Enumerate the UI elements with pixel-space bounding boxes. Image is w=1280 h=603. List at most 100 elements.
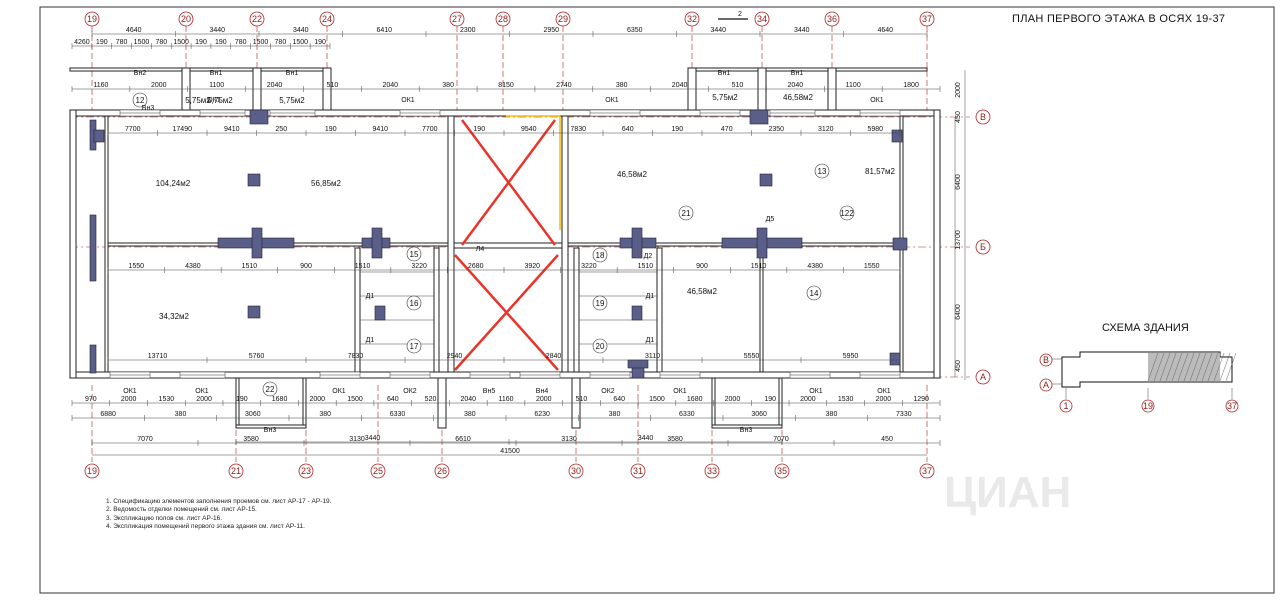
dim-mid-value: 9410	[372, 126, 388, 133]
dim-right-value: 6400	[955, 174, 962, 190]
dim-mid-value: 470	[721, 126, 733, 133]
axis-bubble	[434, 463, 450, 479]
dim-lower-value: 3110	[645, 353, 660, 360]
room-area: 5,75м2	[207, 96, 233, 105]
partition	[656, 247, 663, 373]
plan-label: Д1	[646, 337, 655, 344]
dim-bottom-1-value: 510	[576, 396, 588, 403]
dim-top-2-value: 1500	[134, 39, 150, 46]
dim-mid-value: 3120	[818, 126, 834, 133]
notes-block: 1. Спецификацию элементов заполнения про…	[106, 498, 331, 532]
axis-label: 21	[231, 466, 241, 476]
schema-hatch	[1195, 352, 1207, 382]
plan-label: Д1	[366, 337, 375, 344]
schema-hatch	[1183, 352, 1195, 382]
dim-bottom-1-value: 520	[425, 396, 437, 403]
dim-top-3-value: 510	[732, 82, 744, 89]
row-axis-label: Б	[980, 242, 986, 252]
building-schema-highlight	[1148, 353, 1220, 381]
entrance-wall	[711, 424, 783, 429]
dim-right-value: 13700	[955, 230, 962, 250]
sheet-frame	[39, 6, 1275, 594]
axis-bubble	[919, 463, 935, 479]
room-area: 5,75м2	[279, 96, 305, 105]
dim-mid-value: 190	[325, 126, 337, 133]
schema-hatch	[1225, 352, 1237, 382]
room-area: 46,58м2	[617, 170, 648, 179]
axis-bubble	[568, 463, 584, 479]
room-area: 5,75м2	[712, 93, 738, 102]
column	[749, 109, 769, 125]
dim-top-2-value: 190	[314, 39, 326, 46]
axis-bubble	[630, 463, 646, 479]
dim-right-value: 2000	[955, 82, 962, 98]
dim-bottom-2-value: 7330	[896, 411, 912, 418]
axis-label: 26	[437, 466, 447, 476]
dim-mid-value: 7700	[422, 126, 438, 133]
row-axis-label: А	[980, 372, 986, 382]
dim-top-3-value: 380	[616, 82, 628, 89]
column	[891, 129, 903, 143]
dim-bottom-1-value: 640	[613, 396, 625, 403]
dim-mid-value: 17490	[173, 126, 193, 133]
dim-right-value: 450	[955, 111, 962, 123]
dim-bottom-1-value: 190	[764, 396, 776, 403]
dim-bottom-3-value: 3130	[349, 436, 365, 443]
column	[89, 214, 97, 282]
dim-bottom-1-value: 190	[236, 396, 248, 403]
dim-top-2-value: 1500	[253, 39, 269, 46]
room-number-circle	[806, 285, 822, 301]
dim-top-2-value: 780	[116, 39, 128, 46]
plan-label: Л4	[476, 246, 485, 253]
room-number: 18	[596, 251, 605, 260]
row-axis-bubble	[975, 239, 991, 255]
dim-top-3-value: 2000	[151, 82, 167, 89]
dim-top-2-value: 1500	[292, 39, 308, 46]
axis-label: 23	[301, 466, 311, 476]
axis-bubble	[919, 11, 935, 27]
dim-bottom-2-value: 6330	[390, 411, 406, 418]
dim-top-1-value: 4640	[877, 27, 893, 34]
room-number: 13	[818, 167, 827, 176]
dim-total-value: 41500	[500, 448, 520, 455]
room-area: 104,24м2	[156, 179, 191, 188]
dim-bottom-2-value: 6880	[100, 411, 116, 418]
column	[374, 305, 386, 321]
plan-label: ОК1	[605, 97, 619, 104]
dim-bottom-1-value: 1530	[159, 396, 175, 403]
red-cross-mark	[454, 254, 559, 371]
dim-right-value: 450	[955, 360, 962, 372]
plan-label: ОК1	[207, 97, 221, 104]
dim-bottom-2-value: 6330	[679, 411, 695, 418]
dim-b-value: 3220	[411, 263, 427, 270]
column	[756, 227, 768, 259]
dim-mid-value: 190	[671, 126, 683, 133]
dim-bottom-1-value: 1500	[347, 396, 363, 403]
red-cross-mark	[460, 119, 557, 246]
column	[247, 305, 261, 319]
plan-label: ОК1	[877, 388, 891, 395]
axis-bubble	[178, 11, 194, 27]
note-3: 3. Экспликацию полов см. лист АР-16.	[106, 514, 223, 522]
dim-b-value: 900	[300, 263, 312, 270]
schema-hatch	[1201, 352, 1213, 382]
room-number-circle	[592, 247, 608, 263]
dim-top-3-value: 8150	[498, 82, 514, 89]
column	[251, 227, 263, 259]
dim-bottom-3-value: 7070	[137, 436, 153, 443]
dim-bottom-2-value: 380	[319, 411, 331, 418]
dim-top-1-value: 2950	[543, 27, 559, 34]
dim-b-value: 4380	[807, 263, 823, 270]
plan-label: Вн3	[740, 427, 753, 434]
dim-mid-value: 9540	[521, 126, 537, 133]
dim-bottom-2-value: 380	[175, 411, 187, 418]
plan-title: ПЛАН ПЕРВОГО ЭТАЖА В ОСЯХ 19-37	[1012, 13, 1226, 25]
room-number: 19	[596, 299, 605, 308]
axis-label: 32	[687, 14, 697, 24]
dim-top-1-value: 6410	[376, 27, 392, 34]
schema-hatch	[1153, 352, 1165, 382]
dim-lower-value: 5550	[744, 353, 760, 360]
axis-bubble	[370, 463, 386, 479]
wall-east	[933, 109, 941, 379]
